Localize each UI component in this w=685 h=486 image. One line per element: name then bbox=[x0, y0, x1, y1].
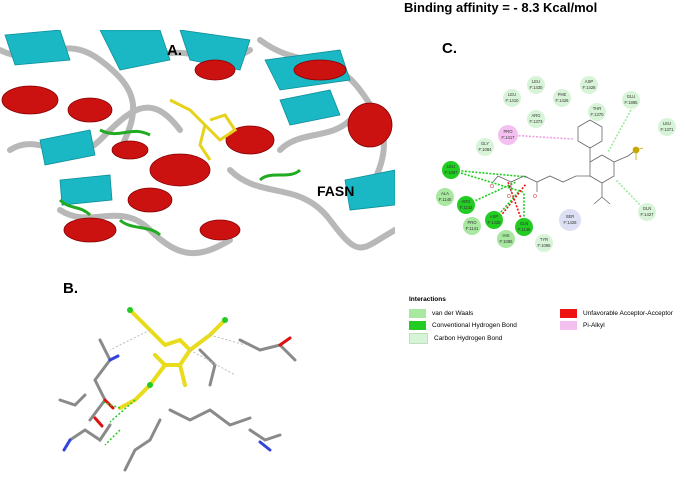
svg-text:O: O bbox=[533, 194, 537, 200]
svg-text:PHE: PHE bbox=[558, 92, 567, 97]
svg-text:F:1428: F:1428 bbox=[563, 220, 577, 225]
svg-text:F:1088: F:1088 bbox=[537, 243, 551, 248]
svg-text:PRO: PRO bbox=[467, 220, 477, 225]
legend-swatch bbox=[409, 321, 426, 330]
svg-text:F:1373: F:1373 bbox=[529, 119, 543, 124]
svg-text:F:1084: F:1084 bbox=[478, 147, 492, 152]
legend-item: Carbon Hydrogen Bond bbox=[409, 333, 502, 344]
legend-label: Unfavorable Acceptor-Acceptor bbox=[583, 310, 673, 317]
legend-item: Unfavorable Acceptor-Acceptor bbox=[560, 309, 673, 318]
svg-text:GLN: GLN bbox=[520, 221, 529, 226]
ligand-stick-image bbox=[58, 307, 297, 472]
svg-text:F:1427: F:1427 bbox=[640, 212, 654, 217]
panel-a-label: A. bbox=[167, 42, 182, 59]
svg-text:LEU: LEU bbox=[532, 79, 540, 84]
svg-text:LEU: LEU bbox=[447, 164, 455, 169]
legend-label: Conventional Hydrogen Bond bbox=[432, 322, 517, 329]
legend-swatch bbox=[409, 309, 426, 318]
svg-text:F:1370: F:1370 bbox=[590, 112, 604, 117]
svg-text:HIS: HIS bbox=[503, 233, 510, 238]
pyrimidine-ring bbox=[589, 154, 615, 184]
svg-text:F:1426: F:1426 bbox=[555, 98, 569, 103]
panel-c-label: C. bbox=[442, 40, 457, 57]
panel-c-2d-interaction-diagram: C. O O O bbox=[398, 32, 685, 272]
carbon-hbond-line bbox=[607, 109, 632, 153]
svg-text:LEU: LEU bbox=[508, 92, 516, 97]
svg-text:F:1141: F:1141 bbox=[466, 226, 479, 231]
legend-swatch bbox=[560, 309, 577, 318]
legend-item: van der Waals bbox=[409, 309, 473, 318]
hbond-line bbox=[465, 181, 517, 206]
svg-text:F:1371: F:1371 bbox=[660, 127, 674, 132]
svg-text:ARG: ARG bbox=[461, 199, 470, 204]
svg-text:O: O bbox=[490, 184, 494, 190]
svg-text:F:1428: F:1428 bbox=[582, 85, 596, 90]
svg-text:F:1430: F:1430 bbox=[529, 85, 543, 90]
legend-title: Interactions bbox=[409, 296, 446, 303]
svg-text:F:1410: F:1410 bbox=[505, 98, 519, 103]
svg-text:SER: SER bbox=[566, 214, 575, 219]
protein-name-label: FASN bbox=[317, 183, 355, 199]
legend-item: Conventional Hydrogen Bond bbox=[409, 321, 517, 330]
legend-item: Pi-Alkyl bbox=[560, 321, 605, 330]
binding-affinity-title: Binding affinity = - 8.3 Kcal/mol bbox=[404, 0, 598, 15]
svg-text:F:1140: F:1140 bbox=[439, 197, 452, 202]
panel-b-binding-pose: B. bbox=[0, 270, 395, 486]
legend-swatch bbox=[409, 333, 428, 344]
legend-label: van der Waals bbox=[432, 310, 474, 317]
legend-label: Carbon Hydrogen Bond bbox=[434, 335, 503, 342]
svg-text:F:1885: F:1885 bbox=[624, 100, 638, 105]
svg-text:ASP: ASP bbox=[490, 214, 499, 219]
legend-label: Pi-Alkyl bbox=[583, 322, 605, 329]
svg-text:TYR: TYR bbox=[540, 237, 548, 242]
svg-text:F:1428: F:1428 bbox=[487, 220, 501, 225]
hbond-line bbox=[493, 189, 521, 221]
svg-text:ARG: ARG bbox=[531, 113, 540, 118]
svg-text:F:1087: F:1087 bbox=[444, 170, 458, 175]
svg-text:ASP: ASP bbox=[585, 79, 594, 84]
interaction-legend: Interactions van der Waals Conventional … bbox=[403, 296, 685, 366]
svg-text:GLY: GLY bbox=[481, 141, 489, 146]
svg-text:PRO: PRO bbox=[503, 129, 513, 134]
panel-b-label: B. bbox=[63, 280, 78, 297]
svg-text:ALA: ALA bbox=[441, 191, 449, 196]
panel-a-protein-structure: A. FASN bbox=[0, 30, 395, 258]
svg-text:GLN: GLN bbox=[643, 206, 652, 211]
svg-text:F:1417: F:1417 bbox=[501, 135, 515, 140]
svg-text:LEU: LEU bbox=[663, 121, 671, 126]
svg-text:THR: THR bbox=[593, 106, 602, 111]
phenyl-ring bbox=[577, 119, 603, 149]
svg-text:F:1142: F:1142 bbox=[460, 205, 473, 210]
pi-alkyl-line bbox=[507, 134, 574, 140]
legend-swatch bbox=[560, 321, 577, 330]
hbond-line bbox=[450, 169, 529, 178]
protein-ribbon-image bbox=[0, 30, 395, 258]
svg-text:O: O bbox=[507, 194, 511, 200]
svg-text:F:1138: F:1138 bbox=[518, 227, 531, 232]
svg-text:F:1085: F:1085 bbox=[499, 239, 513, 244]
svg-text:GLU: GLU bbox=[627, 94, 636, 99]
